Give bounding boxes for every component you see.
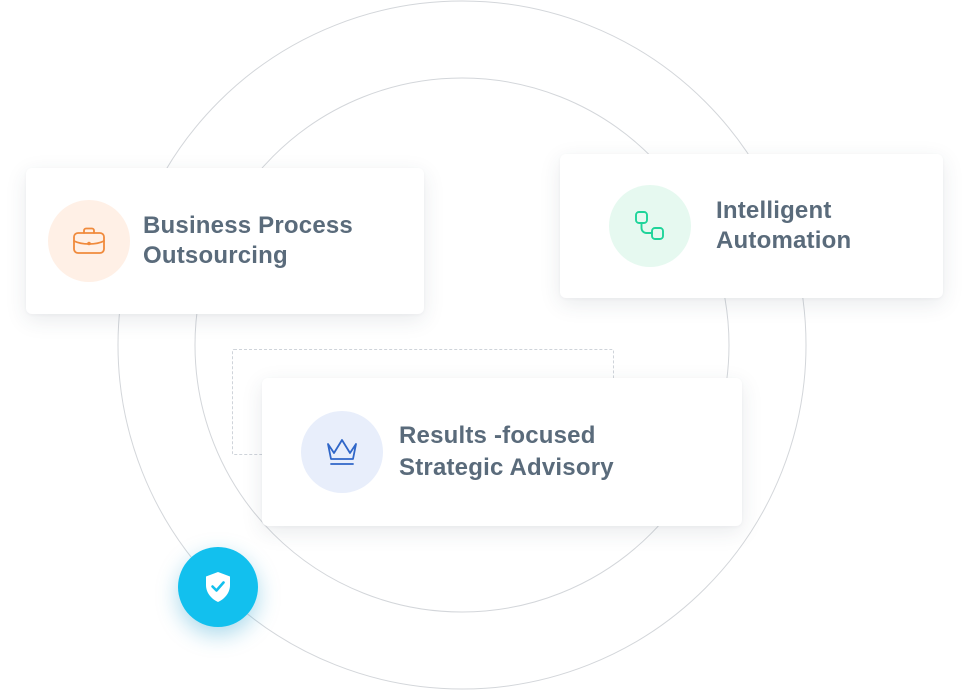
service-label-automation: Intelligent Automation	[716, 196, 851, 256]
service-label-line: Intelligent	[716, 197, 832, 224]
service-label-line: Outsourcing	[143, 242, 288, 269]
service-label-line: Business Process	[143, 212, 353, 239]
shield-check-icon	[206, 572, 230, 602]
workflow-icon	[635, 211, 664, 240]
inner-ring	[194, 77, 730, 613]
crown-icon-circle	[301, 411, 383, 493]
service-card-automation[interactable]: Intelligent Automation	[560, 154, 943, 298]
service-label-line: Automation	[716, 227, 852, 254]
briefcase-icon	[73, 227, 105, 254]
service-card-advisory[interactable]: Results -focused Strategic Advisory	[262, 378, 742, 526]
service-label-line: Results -focused	[399, 422, 596, 449]
service-card-bpo[interactable]: Business Process Outsourcing	[26, 168, 424, 314]
crown-icon	[327, 439, 357, 465]
service-label-line: Strategic Advisory	[399, 454, 614, 481]
service-label-advisory: Results -focused Strategic Advisory	[399, 420, 614, 484]
briefcase-icon-circle	[48, 200, 130, 282]
shield-badge	[178, 547, 258, 627]
service-label-bpo: Business Process Outsourcing	[143, 211, 353, 271]
workflow-icon-circle	[609, 185, 691, 267]
outer-ring	[117, 0, 807, 690]
